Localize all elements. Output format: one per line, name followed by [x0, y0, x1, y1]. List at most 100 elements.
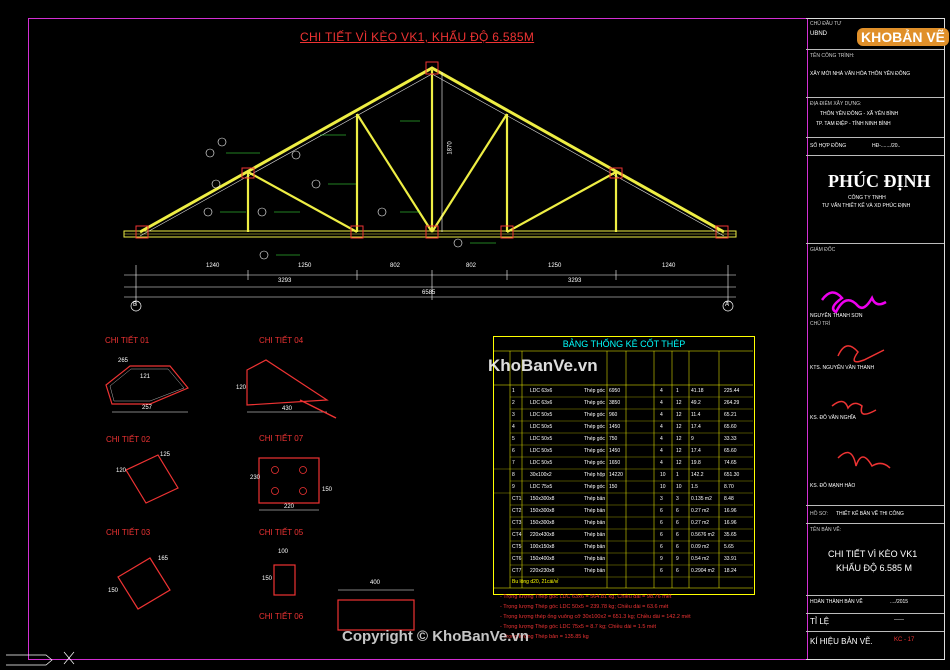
table-cell-kind: Thép góc [584, 436, 605, 442]
tb-location-2: TP. TAM ĐIỆP - TỈNH NINH BÌNH [816, 121, 891, 127]
tb-chutri-label: CHỦ TRÌ [810, 321, 831, 327]
table-cell-no: CT5 [512, 544, 522, 550]
table-cell-w: 65.60 [724, 424, 737, 430]
table-cell-len: 1450 [609, 424, 621, 430]
table-cell-no: CT1 [512, 496, 522, 502]
table-cell-kind: Thép bản [584, 544, 606, 550]
table-cell-kind: Thép bản [584, 496, 606, 502]
watermark-copyright: Copyright © KhoBanVe.vn [342, 628, 529, 645]
table-cell-n1: 10 [660, 472, 666, 478]
table-cell-w: 16.96 [724, 508, 737, 514]
dim-total: 6585 [422, 290, 436, 296]
table-cell-kind: Thép góc [584, 448, 605, 454]
table-cell-no: CT4 [512, 532, 522, 538]
table-cell-name: 100x150x8 [530, 544, 555, 550]
table-cell-w: 74.65 [724, 460, 737, 466]
tb-code-value: KC - 17 [894, 637, 915, 643]
tb-company-type: CÔNG TY TNHH [848, 195, 886, 201]
dim-1: 1240 [206, 263, 220, 269]
table-cell-name: 220x230x8 [530, 568, 555, 574]
table-cell-n1: 3 [660, 496, 663, 502]
table-cell-w: 65.21 [724, 412, 737, 418]
watermark-mid: KhoBanVe.vn [488, 356, 598, 375]
table-cell-no: 8 [512, 472, 515, 478]
table-cell-val: 0.27 m2 [691, 520, 710, 526]
d07-dim-a: 230 [250, 475, 261, 481]
table-cell-val: 0.135 m2 [691, 496, 712, 502]
table-cell-val: 41.18 [691, 388, 704, 394]
signature-architect [837, 345, 885, 363]
table-cell-val: 0.2904 m2 [691, 568, 715, 574]
table-note: - Trọng lượng Thép bản = 135.85 kg [500, 634, 589, 640]
table-cell-n1: 9 [660, 556, 663, 562]
table-cell-name: 30x100x2 [530, 472, 552, 478]
tb-dossier-label: HỒ SƠ: [810, 511, 828, 517]
table-cell-len: 960 [609, 412, 618, 418]
table-cell-name: LDC 50x5 [530, 424, 553, 430]
tb-company-logo: PHÚC ĐỊNH [828, 171, 931, 191]
table-cell-name: LDC 50x5 [530, 436, 553, 442]
table-cell-w: 8.70 [724, 484, 734, 490]
table-cell-val: 1.5 [691, 484, 698, 490]
table-cell-val: 17.4 [691, 448, 701, 454]
table-cell-kind: Thép hộp [584, 472, 606, 478]
table-cell-len: 1650 [609, 460, 621, 466]
table-cell-len: 150 [609, 484, 618, 490]
table-cell-no: 4 [512, 424, 515, 430]
table-cell-no: CT7 [512, 568, 522, 574]
table-cell-w: 264.29 [724, 400, 740, 406]
table-cell-kind: Thép góc [584, 484, 605, 490]
signature-director [820, 291, 887, 314]
table-cell-n2: 6 [676, 568, 679, 574]
table-cell-name: LDC 63x6 [530, 388, 553, 394]
table-cell-n2: 3 [676, 496, 679, 502]
tb-location-1: THÔN YÊN ĐÔNG - XÃ YÊN BÌNH [820, 111, 899, 117]
table-cell-kind: Thép góc [584, 388, 605, 394]
table-cell-n2: 12 [676, 448, 682, 454]
table-cell-n1: 10 [660, 484, 666, 490]
tb-architect-name: KTS. NGUYỄN VĂN THANH [810, 365, 875, 371]
table-cell-val: 19.8 [691, 460, 701, 466]
dim-4: 802 [466, 263, 477, 269]
table-cell-name: 220x430x8 [530, 532, 555, 538]
table-cell-n2: 12 [676, 412, 682, 418]
table-cell-n1: 4 [660, 400, 663, 406]
table-cell-kind: Thép bản [584, 556, 606, 562]
watermark-logo-b: BẢN VẼ [892, 29, 946, 45]
tb-drawer-name: KS. ĐỖ MẠNH HÀO [810, 483, 856, 489]
table-extra: Bu lông d20, 21cái/vỉ [512, 579, 559, 585]
table-cell-no: 5 [512, 436, 515, 442]
table-cell-n1: 6 [660, 532, 663, 538]
table-cell-len: 750 [609, 436, 618, 442]
table-cell-name: LDC 50x5 [530, 412, 553, 418]
table-cell-kind: Thép bản [584, 520, 606, 526]
table-cell-n1: 6 [660, 544, 663, 550]
detail-04-label: CHI TIẾT 04 [259, 336, 304, 345]
table-cell-w: 65.60 [724, 448, 737, 454]
table-cell-name: 150x300x8 [530, 520, 555, 526]
table-cell-n2: 1 [676, 388, 679, 394]
d03-dim-b: 165 [158, 556, 169, 562]
table-cell-no: 1 [512, 388, 515, 394]
table-cell-no: CT3 [512, 520, 522, 526]
table-cell-w: 18.24 [724, 568, 737, 574]
table-cell-n1: 6 [660, 520, 663, 526]
table-cell-w: 33.33 [724, 436, 737, 442]
table-cell-name: 150x300x8 [530, 508, 555, 514]
table-cell-kind: Thép góc [584, 400, 605, 406]
d06-dim: 400 [370, 580, 381, 586]
dim-3: 802 [390, 263, 401, 269]
table-cell-val: 0.27 m2 [691, 508, 710, 514]
dim-height: 1870 [447, 141, 454, 155]
detail-02-label: CHI TIẾT 02 [106, 435, 151, 444]
tb-chutri-kc-name: KS. ĐỖ VĂN NGHĨA [810, 415, 856, 421]
table-cell-n1: 6 [660, 568, 663, 574]
ucs-arrow-icon [6, 654, 53, 666]
tb-code-label: KÍ HIỆU BẢN VẼ. [810, 637, 873, 646]
table-cell-n2: 6 [676, 520, 679, 526]
table-cell-name: LDC 63x6 [530, 400, 553, 406]
tb-date-value: ..../2015 [890, 599, 909, 605]
signature-engineer [837, 451, 891, 469]
table-cell-name: 150x300x8 [530, 496, 555, 502]
